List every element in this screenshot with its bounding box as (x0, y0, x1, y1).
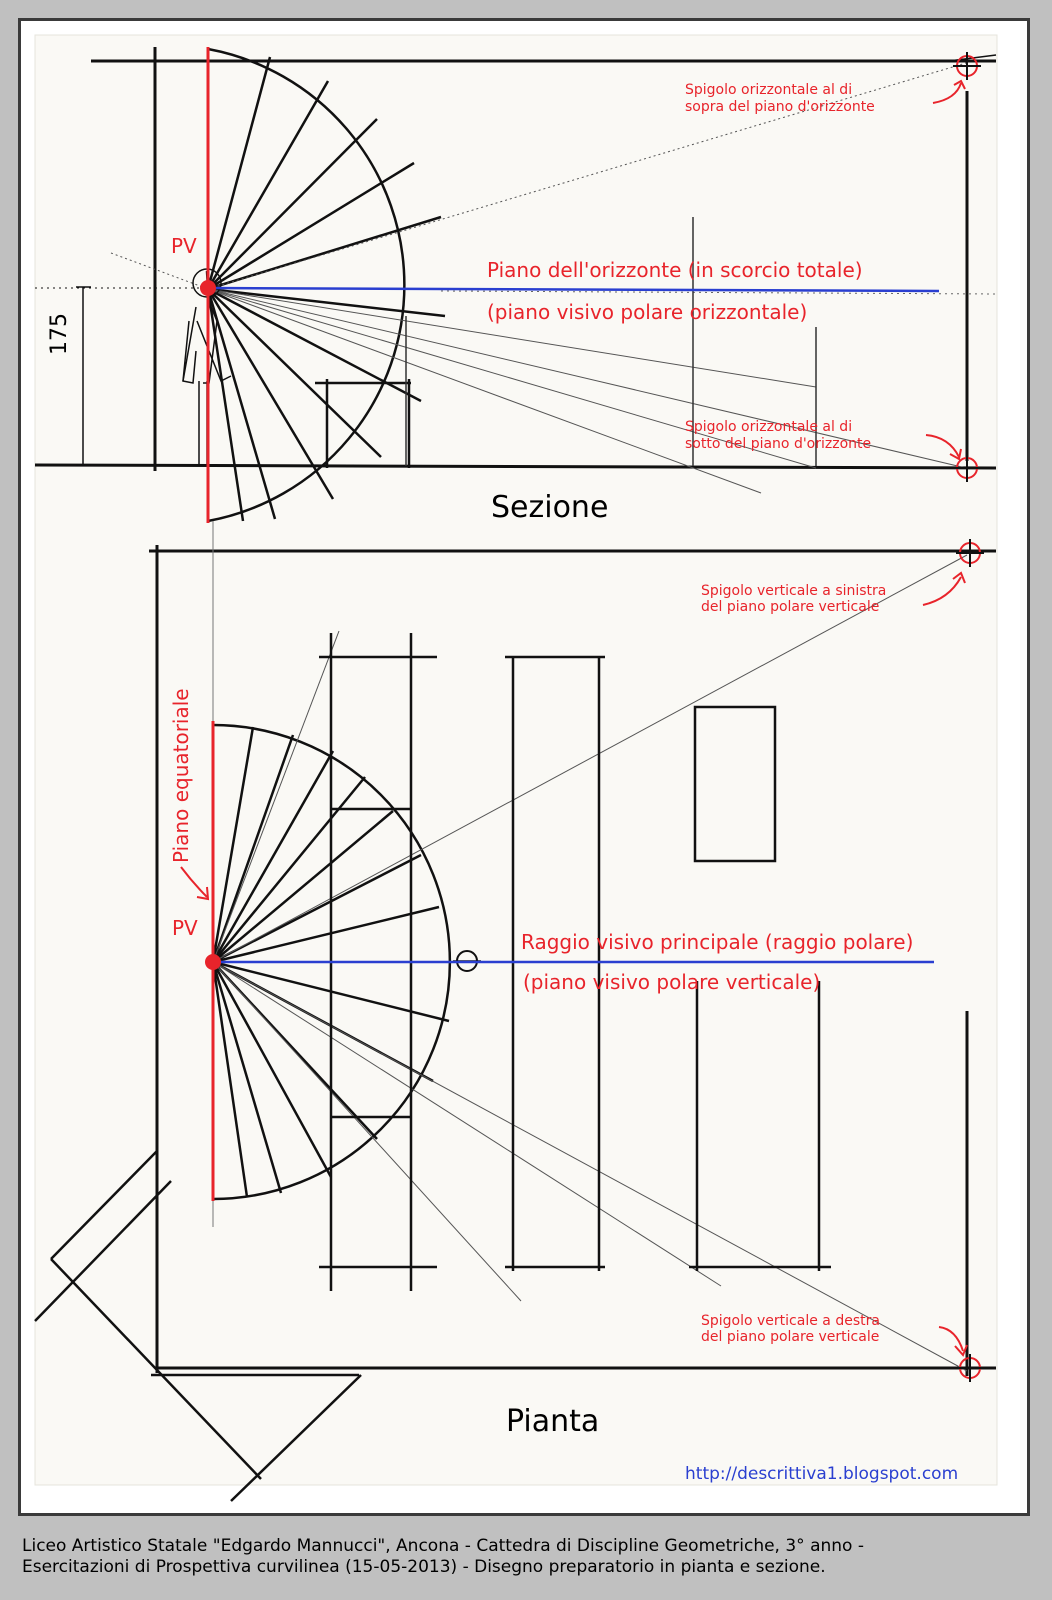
paper-sheet (34, 34, 998, 1486)
equatorial-plane-label: Piano equatoriale (169, 688, 193, 863)
section-rays (205, 56, 446, 522)
perspective-drawing (34, 34, 998, 1502)
horizon-plane-sublabel: (piano visivo polare orizzontale) (487, 300, 808, 324)
section-targets (953, 52, 981, 482)
plan-targets (956, 539, 984, 1382)
edge-above-label-1: Spigolo orizzontale al di (685, 82, 853, 98)
plan-title: Pianta (506, 1404, 600, 1439)
section-box (315, 379, 411, 468)
section-title: Sezione (491, 490, 609, 525)
edge-right-label-2: del piano polare verticale (701, 1329, 880, 1345)
height-value-label: 175 (47, 313, 72, 355)
edge-below-label-1: Spigolo orizzontale al di (685, 419, 853, 435)
plan-pv-point (205, 954, 221, 970)
plan-drawing (34, 521, 996, 1502)
edge-left-label-1: Spigolo verticale a sinistra (701, 583, 887, 599)
drawing-frame: PV Piano dell'orizzonte (in scorcio tota… (18, 18, 1030, 1516)
section-bottom-line (34, 463, 997, 470)
edge-right-label-1: Spigolo verticale a destra (701, 1313, 880, 1329)
plan-pv-label: PV (172, 916, 198, 940)
section-pv-point (200, 280, 216, 296)
caption-line-1: Liceo Artistico Statale "Edgardo Mannucc… (22, 1536, 864, 1556)
blog-url[interactable]: http://descrittiva1.blogspot.com (685, 1464, 959, 1484)
horizon-ray-line (207, 286, 940, 293)
edge-below-label-2: sotto del piano d'orizzonte (685, 436, 872, 452)
caption: Liceo Artistico Statale "Edgardo Mannucc… (22, 1536, 1032, 1578)
edge-above-label-2: sopra del piano d'orizzonte (685, 99, 875, 115)
section-drawing (34, 47, 997, 523)
horizon-plane-label: Piano dell'orizzonte (in scorcio totale) (487, 258, 863, 282)
main-ray-label: Raggio visivo principale (raggio polare) (521, 930, 914, 954)
edge-left-label-2: del piano polare verticale (701, 599, 880, 615)
section-pv-label: PV (171, 234, 197, 258)
plan-corner-square (34, 1150, 362, 1502)
section-protractor-arc (207, 47, 406, 523)
caption-line-2: Esercitazioni di Prospettiva curvilinea … (22, 1557, 826, 1577)
main-ray-sublabel: (piano visivo polare verticale) (523, 970, 821, 994)
